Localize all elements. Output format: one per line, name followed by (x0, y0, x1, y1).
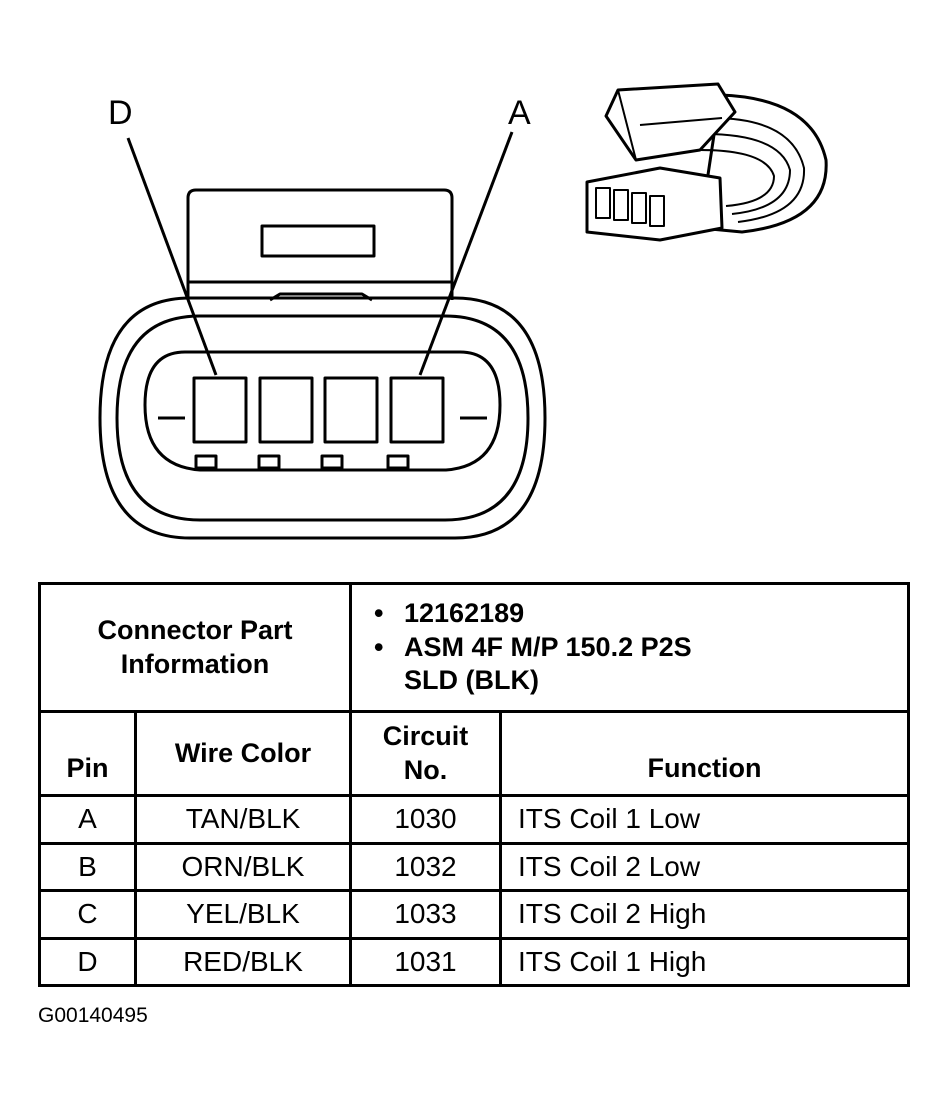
wire-color-cell: ORN/BLK (134, 841, 352, 892)
pin-cell: D (38, 936, 137, 987)
column-header-wire-color: Wire Color (134, 710, 352, 797)
connector-outer-shell (98, 296, 547, 540)
connector-latch (186, 188, 454, 300)
column-header-circuit: Circuit No. (349, 710, 502, 797)
circuit-cell: 1030 (349, 794, 502, 845)
leader-line-a (418, 131, 514, 376)
part-info-label-cell: Connector Part Information (38, 582, 352, 713)
connector-inner-shell (115, 314, 530, 522)
table-row: A TAN/BLK 1030 ITS Coil 1 Low (38, 794, 911, 845)
table-row: C YEL/BLK 1033 ITS Coil 2 High (38, 889, 911, 940)
circuit-cell: 1032 (349, 841, 502, 892)
wire-color-cell: YEL/BLK (134, 889, 352, 940)
pin-terminal-b (323, 376, 379, 444)
figure-id: G00140495 (38, 1004, 148, 1027)
pin-terminal-c (258, 376, 314, 444)
part-info-label-line2: Information (120, 648, 270, 679)
part-numbers-cell: • 12162189 • ASM 4F M/P 150.2 P2S SLD (B… (348, 582, 911, 713)
column-header-pin: Pin (38, 710, 137, 797)
connector-info-table: Connector Part Information • 12162189 • … (38, 582, 911, 987)
bullet-icon: • (374, 597, 384, 628)
part-number-line: SLD (BLK) (404, 664, 907, 698)
circuit-cell: 1031 (349, 936, 502, 987)
connector-face-diagram (98, 82, 828, 540)
part-number-text: SLD (BLK) (404, 665, 539, 696)
function-cell: ITS Coil 1 Low (498, 794, 911, 845)
table-row: D RED/BLK 1031 ITS Coil 1 High (38, 936, 911, 987)
function-cell: ITS Coil 2 High (498, 889, 911, 940)
column-header-circuit-line1: Circuit (382, 720, 469, 751)
part-info-label-line1: Connector Part (97, 614, 293, 645)
pin-cavity-area (143, 350, 502, 472)
pin-terminal-d (192, 376, 248, 444)
leader-line-d (126, 137, 218, 376)
pin-callout-d: D (108, 94, 133, 132)
pin-cell: B (38, 841, 137, 892)
bullet-icon: • (374, 631, 384, 662)
wire-color-cell: TAN/BLK (134, 794, 352, 845)
pin-cell: C (38, 889, 137, 940)
pin-cell: A (38, 794, 137, 845)
function-cell: ITS Coil 1 High (498, 936, 911, 987)
column-header-function: Function (498, 710, 911, 797)
function-cell: ITS Coil 2 Low (498, 841, 911, 892)
part-number-text: 12162189 (404, 597, 525, 628)
part-number-line: • ASM 4F M/P 150.2 P2S (374, 631, 907, 665)
part-number-line: • 12162189 (374, 597, 907, 631)
wire-color-cell: RED/BLK (134, 936, 352, 987)
column-header-circuit-line2: No. (403, 754, 448, 785)
table-row: B ORN/BLK 1032 ITS Coil 2 Low (38, 841, 911, 892)
latch-window (260, 224, 376, 258)
part-number-text: ASM 4F M/P 150.2 P2S (404, 631, 692, 662)
pin-callout-a: A (508, 94, 531, 132)
circuit-cell: 1033 (349, 889, 502, 940)
pin-terminal-a (389, 376, 445, 444)
connector-perspective-illustration (585, 82, 828, 242)
